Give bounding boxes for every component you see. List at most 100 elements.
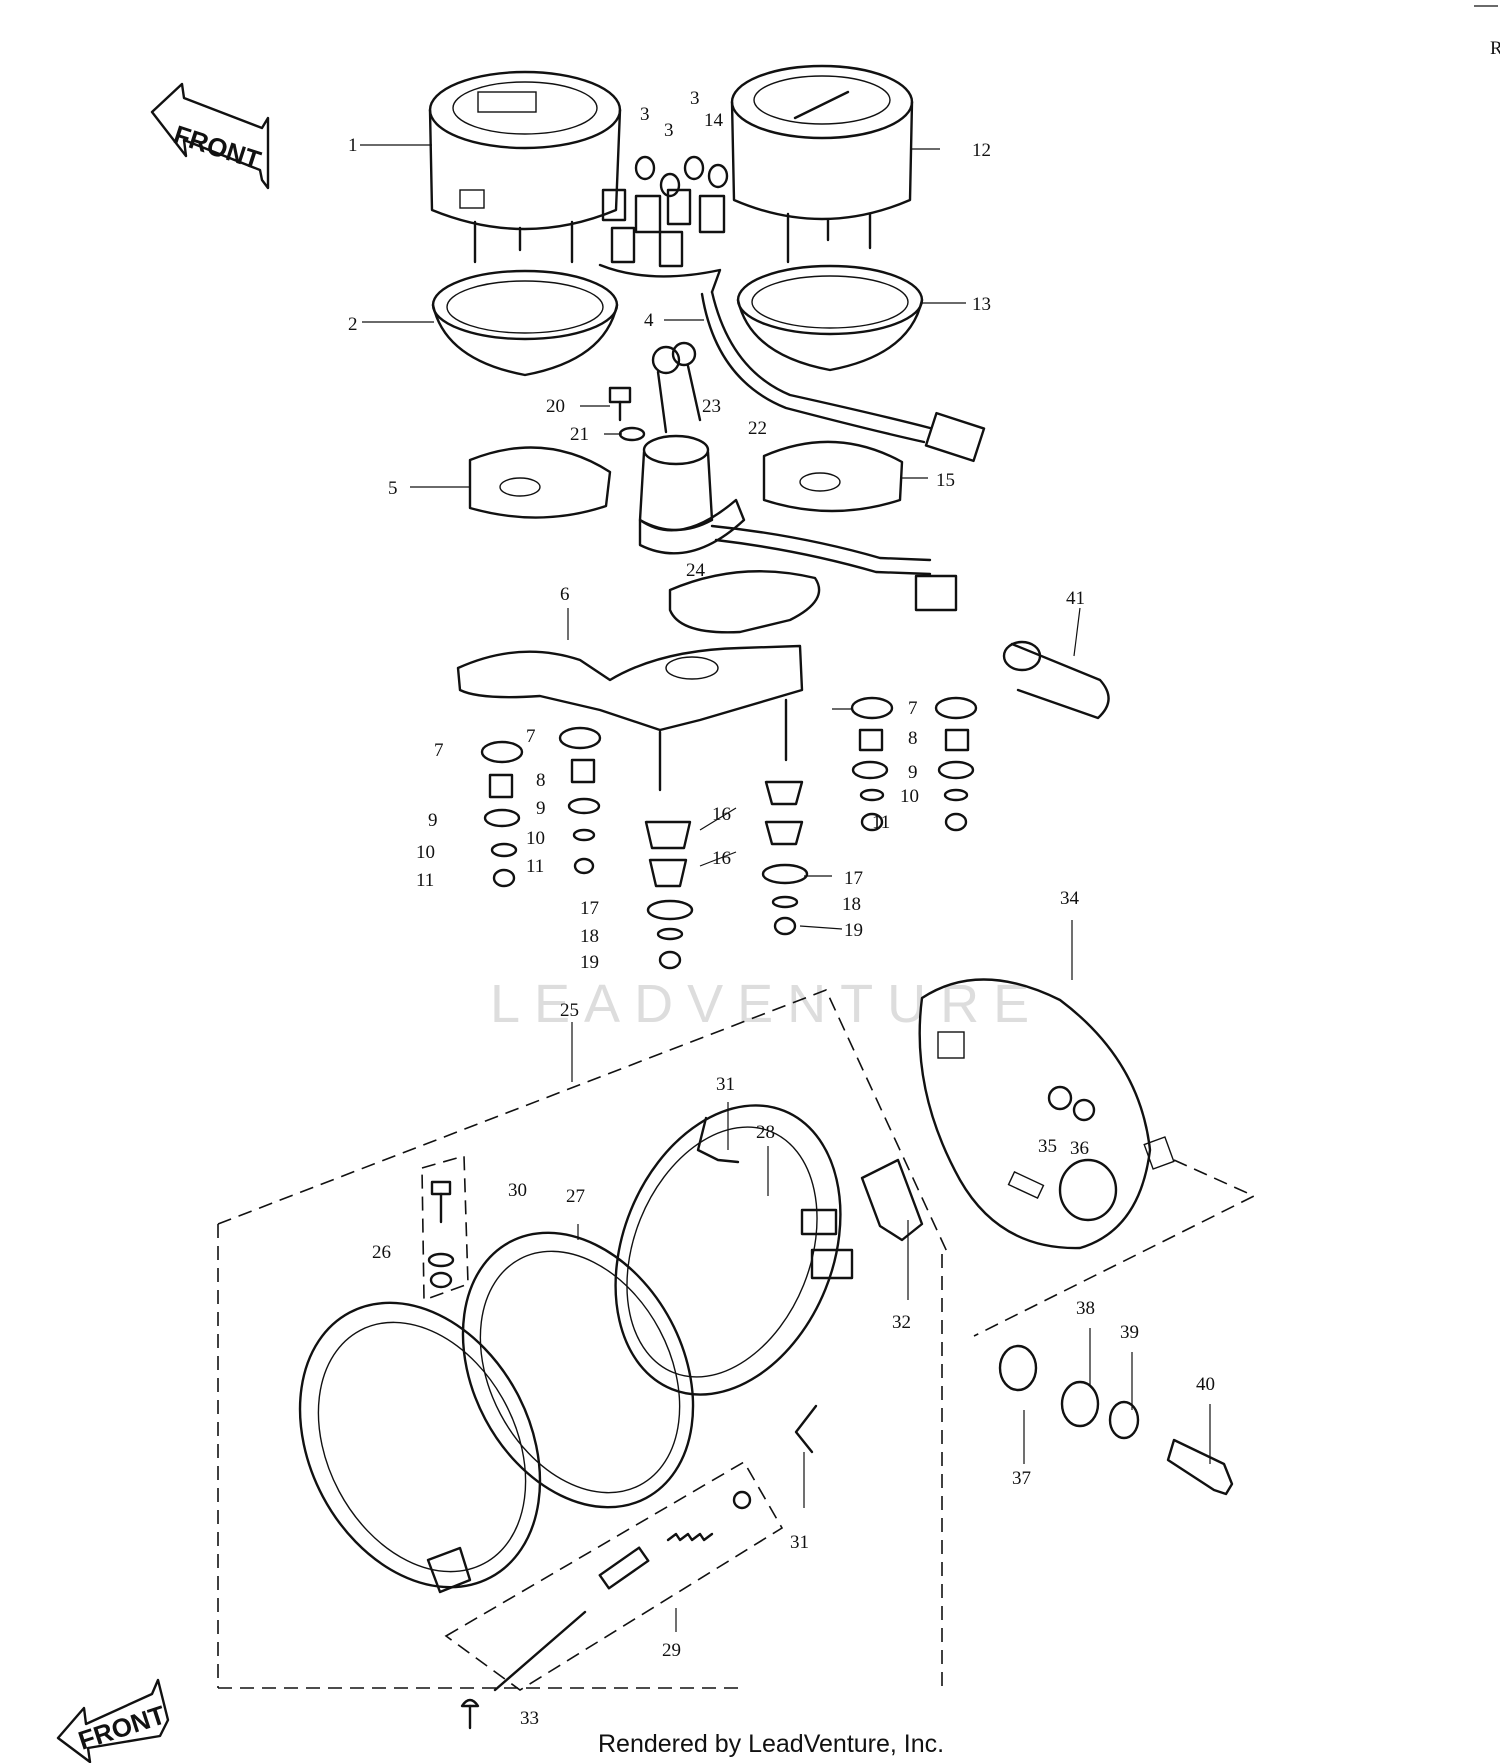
bracket-24-part bbox=[668, 570, 821, 634]
clip-31-bottom-part bbox=[794, 1404, 818, 1454]
meter-base-left-hole bbox=[499, 477, 541, 497]
callout-10c: 10 bbox=[900, 786, 919, 807]
callout-3b: 3 bbox=[664, 120, 674, 141]
callout-29: 29 bbox=[662, 1640, 681, 1661]
group-frame-29 bbox=[444, 1460, 784, 1691]
front-arrow-bottom-icon: FRONT bbox=[56, 1678, 170, 1763]
callout-7c: 7 bbox=[908, 698, 918, 719]
callout-37: 37 bbox=[1012, 1468, 1031, 1489]
callout-17a: 17 bbox=[580, 898, 599, 919]
bulb-socket-harness-part bbox=[598, 155, 986, 463]
tachometer-part bbox=[730, 64, 914, 264]
headlight-shell-part bbox=[918, 978, 1175, 1250]
callout-41: 41 bbox=[1066, 588, 1085, 609]
callout-17b: 17 bbox=[844, 868, 863, 889]
callout-18a: 18 bbox=[580, 926, 599, 947]
callout-11b: 11 bbox=[526, 856, 544, 877]
callout-18b: 18 bbox=[842, 894, 861, 915]
callout-15: 15 bbox=[936, 470, 955, 491]
headlight-ring-part bbox=[298, 1301, 542, 1594]
callout-31b: 31 bbox=[790, 1532, 809, 1553]
callout-36: 36 bbox=[1070, 1138, 1089, 1159]
meter-base-left-part bbox=[468, 446, 612, 519]
callout-7b: 7 bbox=[526, 726, 536, 747]
callout-39: 39 bbox=[1120, 1322, 1139, 1343]
callout-9a: 9 bbox=[428, 810, 438, 831]
footer-credit: Rendered by LeadVenture, Inc. bbox=[598, 1730, 944, 1758]
adjuster-29-part bbox=[493, 1490, 752, 1692]
callout-7a: 7 bbox=[434, 740, 444, 761]
callout-30: 30 bbox=[508, 1180, 527, 1201]
meter-bracket-part bbox=[456, 644, 804, 792]
callout-21: 21 bbox=[570, 424, 589, 445]
callout-8a: 8 bbox=[536, 770, 546, 791]
meter-base-right-part bbox=[762, 440, 904, 513]
callout-14: 14 bbox=[704, 110, 724, 131]
meter-base-right-hole bbox=[799, 472, 841, 492]
cap-41-part bbox=[1002, 640, 1110, 720]
callout-20: 20 bbox=[546, 396, 565, 417]
callout-6: 6 bbox=[560, 584, 570, 605]
sealed-beam-part bbox=[614, 1104, 854, 1396]
callout-12: 12 bbox=[972, 140, 991, 161]
callout-25: 25 bbox=[560, 1000, 579, 1021]
callout-27: 27 bbox=[566, 1186, 585, 1207]
callout-28: 28 bbox=[756, 1122, 775, 1143]
callout-11a: 11 bbox=[416, 870, 434, 891]
speedometer-part bbox=[428, 70, 622, 264]
ignition-switch-part bbox=[638, 434, 958, 612]
screw-33-part bbox=[460, 1698, 480, 1730]
callout-9c: 9 bbox=[908, 762, 918, 783]
callout-3c: 3 bbox=[690, 88, 700, 109]
callout-8b: 8 bbox=[908, 728, 918, 749]
callout-19b: 19 bbox=[844, 920, 863, 941]
callout-24: 24 bbox=[686, 560, 706, 581]
callout-5: 5 bbox=[388, 478, 398, 499]
mounting-hardware-37-40 bbox=[998, 1344, 1234, 1496]
front-arrow-icon: FRONT bbox=[150, 82, 270, 190]
key-set-part bbox=[651, 341, 702, 434]
callout-10b: 10 bbox=[526, 828, 545, 849]
callout-16a: 16 bbox=[712, 804, 731, 825]
callout-4: 4 bbox=[644, 310, 654, 331]
meter-cup-left-part bbox=[431, 269, 619, 377]
callout-34: 34 bbox=[1060, 888, 1080, 909]
callout-35: 35 bbox=[1038, 1136, 1057, 1157]
callout-11c: 11 bbox=[872, 812, 890, 833]
callout-13: 13 bbox=[972, 294, 991, 315]
leader-lines bbox=[360, 144, 1211, 1632]
callout-10a: 10 bbox=[416, 842, 435, 863]
bolt-20-part bbox=[608, 386, 632, 422]
meter-cup-right-part bbox=[736, 264, 924, 372]
callout-9b: 9 bbox=[536, 798, 546, 819]
callout-1: 1 bbox=[348, 135, 358, 156]
callout-16b: 16 bbox=[712, 848, 731, 869]
callout-31a: 31 bbox=[716, 1074, 735, 1095]
callout-23: 23 bbox=[702, 396, 721, 417]
corner-text: R bbox=[1490, 38, 1500, 59]
callout-32: 32 bbox=[892, 1312, 911, 1333]
callout-labels: 1 2 3 3 3 3 14 12 13 4 20 21 23 22 5 15 … bbox=[348, 88, 1215, 1729]
screw-set-26-part bbox=[427, 1180, 455, 1289]
group-frame-25 bbox=[217, 988, 949, 1255]
watermark: LEADVENTURE bbox=[490, 974, 1043, 1034]
callout-22: 22 bbox=[748, 418, 767, 439]
rubber-cushions bbox=[644, 780, 809, 970]
svg-text:FRONT: FRONT bbox=[170, 119, 265, 175]
group-frame-26 bbox=[421, 1154, 469, 1302]
callout-2: 2 bbox=[348, 314, 358, 335]
mount-hardware-right bbox=[850, 696, 978, 832]
group-frame-37 bbox=[973, 1159, 1256, 1337]
callout-40: 40 bbox=[1196, 1374, 1215, 1395]
callout-19a: 19 bbox=[580, 952, 599, 973]
mount-hardware-left bbox=[480, 726, 602, 888]
callout-38: 38 bbox=[1076, 1298, 1095, 1319]
rim-27-part bbox=[461, 1231, 695, 1509]
socket-32-part bbox=[860, 1158, 924, 1242]
callout-26: 26 bbox=[372, 1242, 391, 1263]
callout-33: 33 bbox=[520, 1708, 539, 1729]
clip-31-top-part bbox=[696, 1116, 740, 1164]
callout-3a: 3 bbox=[640, 104, 650, 125]
washer-21-part bbox=[618, 426, 646, 442]
